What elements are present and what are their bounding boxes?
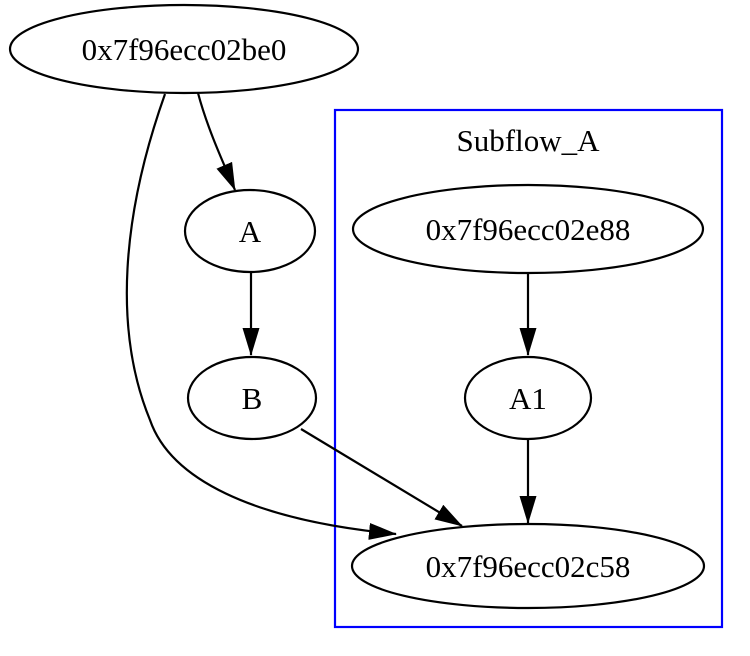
node-0x7f96ecc02c58: 0x7f96ecc02c58 [350, 522, 706, 610]
node-0x7f96ecc02e88: 0x7f96ecc02e88 [351, 183, 705, 275]
edge-be0-to-a [196, 92, 237, 191]
node-ellipse [351, 183, 705, 275]
edge-be0-to-c58 [125, 93, 397, 540]
cluster-label: Subflow_A [457, 123, 601, 158]
node-label: 0x7f96ecc02e88 [426, 212, 631, 247]
node-0x7f96ecc02be0: 0x7f96ecc02be0 [8, 3, 360, 95]
node-label: 0x7f96ecc02be0 [82, 32, 287, 67]
node-ellipse [183, 188, 317, 274]
node-a: A [183, 188, 317, 274]
edge-b-to-c58 [300, 428, 463, 527]
node-ellipse [8, 3, 360, 95]
node-label: B [242, 381, 263, 416]
node-ellipse [186, 355, 318, 441]
node-b: B [186, 355, 318, 441]
node-label: A1 [509, 381, 547, 416]
node-ellipse [350, 522, 706, 610]
edges-layer [125, 92, 537, 540]
cluster-border [333, 108, 724, 629]
node-ellipse [463, 355, 593, 441]
node-a1: A1 [463, 355, 593, 441]
cluster-subflow-a: Subflow_A [333, 108, 724, 629]
node-label: 0x7f96ecc02c58 [426, 549, 631, 584]
node-label: A [239, 214, 262, 249]
